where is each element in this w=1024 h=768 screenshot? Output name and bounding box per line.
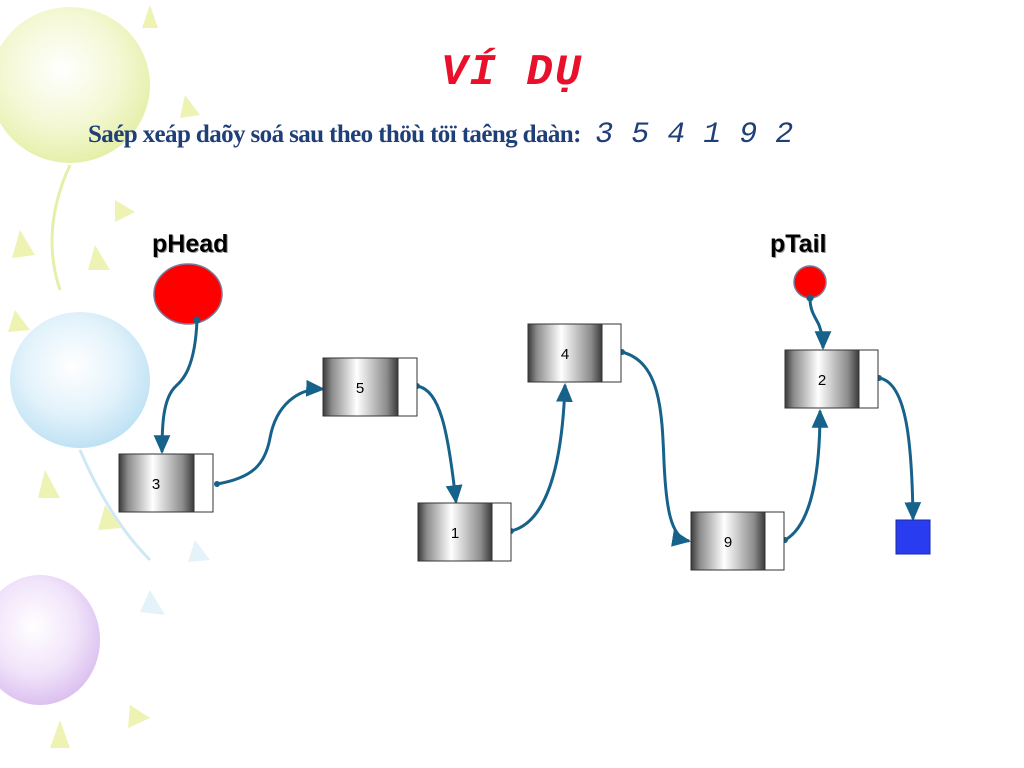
yellow-balloon-icon — [0, 7, 150, 291]
arrow-3-to-5 — [216, 379, 326, 486]
purple-balloon-icon — [0, 575, 100, 705]
node-value: 3 — [152, 476, 160, 493]
node-value: 9 — [724, 534, 732, 551]
task-text: Saép xeáp daõy soá sau theo thöù töï taê… — [88, 121, 581, 148]
ptail-arrow-dot — [806, 294, 814, 302]
sparkle-icon — [140, 540, 210, 615]
arrow-5-to-1 — [416, 384, 463, 505]
phead-pointer-node — [153, 263, 223, 325]
node-value: 2 — [818, 372, 826, 389]
arrow-1-to-4 — [510, 382, 573, 533]
phead-label: pHead — [152, 230, 229, 258]
ptail-label: pTail — [770, 230, 827, 258]
list-node: 3 — [118, 453, 214, 513]
node-value: 4 — [561, 346, 569, 363]
blue-balloon-icon — [10, 312, 152, 562]
page-title: VÍ DỤ — [440, 48, 584, 98]
arrow-9-to-2 — [784, 408, 829, 542]
node-value: 5 — [356, 380, 364, 397]
node-value: 1 — [451, 525, 459, 542]
sparkle-icon — [8, 5, 200, 748]
list-node: 1 — [417, 502, 512, 562]
ptail-arrow — [808, 297, 832, 351]
null-arrow — [878, 376, 922, 522]
task-description: Saép xeáp daõy soá sau theo thöù töï taê… — [88, 118, 793, 152]
phead-arrow-dot — [193, 316, 201, 324]
phead-arrow — [153, 319, 199, 455]
list-node: 4 — [527, 323, 622, 383]
link-dot — [214, 481, 220, 487]
ptail-pointer-node — [793, 265, 827, 299]
arrow-4-to-9 — [621, 350, 692, 547]
list-node: 2 — [784, 349, 879, 409]
null-marker — [895, 519, 931, 555]
list-node: 5 — [322, 357, 418, 417]
number-sequence: 3 5 4 1 9 2 — [595, 118, 794, 152]
list-node: 9 — [690, 511, 785, 571]
